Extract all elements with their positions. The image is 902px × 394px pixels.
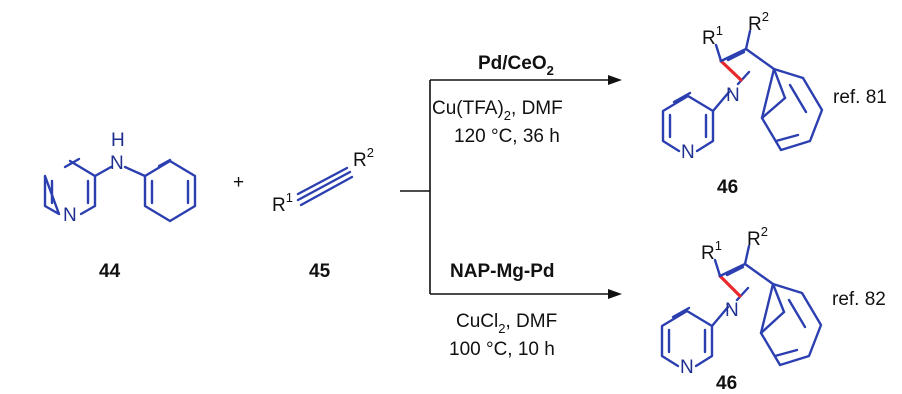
- pyridine-nitrogen-label: N: [63, 205, 77, 226]
- top-product-46-structure: N N R1 R2: [661, 9, 824, 163]
- bottom-product-46-label: 46: [716, 373, 737, 394]
- compound-45-label: 45: [309, 261, 331, 282]
- plus-sign: +: [233, 172, 244, 193]
- top-indole-nitrogen-label: N: [726, 85, 740, 106]
- bottom-product-r2-label: R2: [747, 224, 768, 250]
- top-catalyst-label: Pd/CeO2: [478, 53, 554, 78]
- top-product-r2-label: R2: [748, 9, 769, 35]
- bottom-product-r1-label: R1: [701, 238, 722, 264]
- compound-44-structure: H N N: [43, 130, 197, 226]
- compound-45-structure: R1 R2: [272, 145, 374, 216]
- nh-hydrogen-label: H: [111, 130, 125, 151]
- alkyne-r1-label: R1: [272, 190, 293, 216]
- top-arrowhead: [608, 75, 622, 85]
- bottom-reference-label: ref. 82: [832, 289, 886, 310]
- alkyne-r2-label: R2: [353, 145, 374, 171]
- bottom-indole-nitrogen-label: N: [725, 300, 739, 321]
- bottom-product-46-structure: N N R1 R2: [660, 224, 823, 378]
- reaction-arrows: [400, 75, 622, 299]
- bottom-pyridine-nitrogen-label: N: [680, 357, 694, 378]
- top-product-r1-label: R1: [702, 23, 723, 49]
- bottom-conditions-line1: CuCl2, DMF: [456, 311, 557, 336]
- top-reference-label: ref. 81: [833, 87, 887, 108]
- top-pyridine-nitrogen-label: N: [681, 142, 695, 163]
- nh-nitrogen-label: N: [110, 153, 124, 174]
- top-conditions-line1: Cu(TFA)2, DMF: [432, 98, 563, 123]
- bottom-catalyst-label: NAP-Mg-Pd: [450, 261, 554, 282]
- bottom-conditions-line2: 100 °C, 10 h: [449, 339, 555, 360]
- compound-44-label: 44: [99, 261, 121, 282]
- top-product-46-label: 46: [717, 177, 738, 198]
- bottom-arrowhead: [608, 289, 622, 299]
- top-conditions-line2: 120 °C, 36 h: [454, 126, 560, 147]
